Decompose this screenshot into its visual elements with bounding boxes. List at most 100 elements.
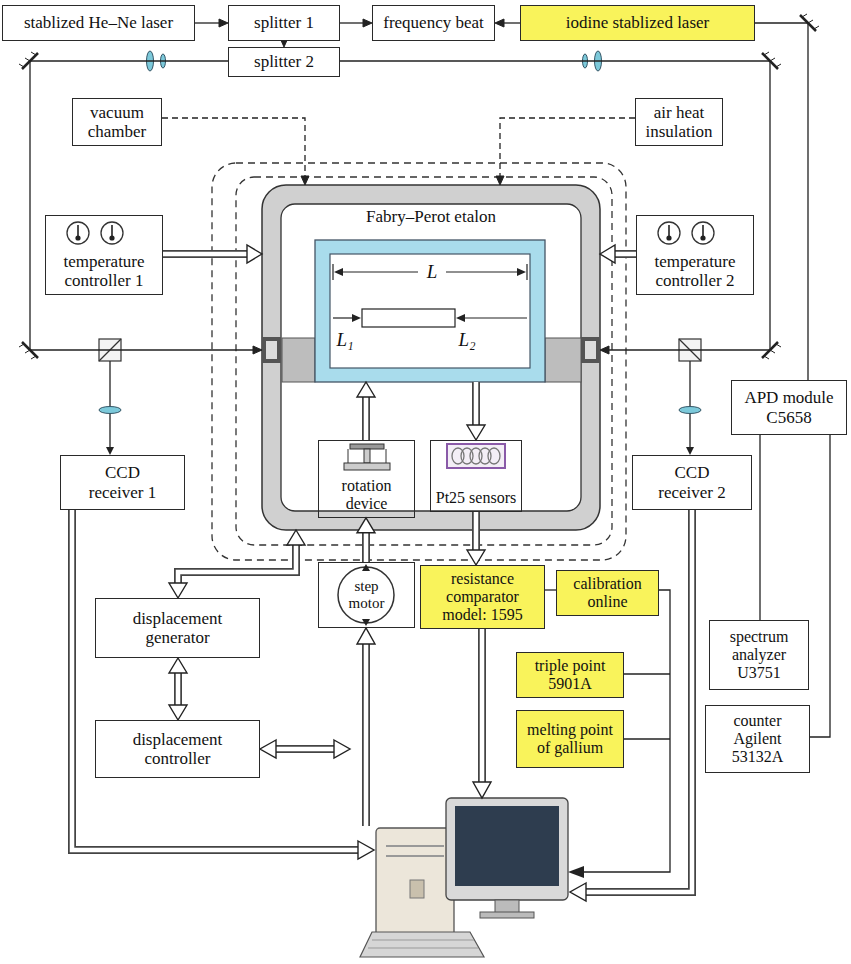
beat-box: frequency beat — [372, 5, 495, 41]
signal-arrow — [586, 510, 692, 892]
receiver-box: CCD receiver 1 — [60, 455, 185, 510]
signal-arrowhead — [358, 841, 374, 859]
thermometer-icon — [668, 225, 670, 236]
node-label: melting point of gallium — [522, 721, 618, 757]
mirror-hatch — [19, 344, 36, 359]
detector-box: APD module C5658 — [731, 380, 847, 435]
computer-tower — [410, 880, 424, 898]
connector-line — [755, 23, 808, 380]
node-label: resistance comparator model: 1595 — [433, 570, 533, 624]
connector-line — [364, 396, 369, 440]
connector — [169, 658, 187, 720]
computer-monitor — [446, 798, 568, 900]
arrowhead — [287, 530, 305, 545]
signal-arrow — [72, 510, 358, 850]
controller-box: temperature controller 1 — [45, 215, 163, 295]
connector — [496, 118, 635, 185]
generator-box: displacement generator — [95, 598, 260, 658]
arrowhead — [363, 19, 372, 27]
gap-line — [463, 317, 527, 318]
node-label: vacuum chamber — [77, 103, 157, 141]
signal-arrowhead — [260, 740, 276, 758]
rotation-icon — [344, 463, 390, 470]
dimension-arrowhead — [334, 268, 343, 276]
receiver-box: CCD receiver 2 — [632, 455, 752, 510]
connector — [467, 512, 485, 565]
beam-arrowhead — [106, 447, 114, 455]
window-mount — [262, 337, 281, 363]
connector-line — [162, 118, 305, 177]
piezo-mount — [282, 338, 315, 382]
computer-screen — [455, 806, 559, 886]
arrowhead — [467, 425, 485, 440]
signal-arrow — [362, 644, 370, 826]
connector — [357, 382, 375, 440]
arrowhead — [169, 705, 187, 720]
signal-arrow — [480, 626, 485, 782]
window-glass — [585, 341, 596, 359]
insulation-outline — [212, 163, 626, 560]
rotation-icon — [364, 449, 370, 463]
motor-arrow — [362, 564, 370, 571]
node-label: Pt25 sensors — [436, 489, 516, 507]
motor-arrow — [362, 619, 370, 626]
connector — [195, 19, 228, 27]
node-label: rotation device — [327, 477, 407, 513]
dimension-arrowhead — [517, 268, 526, 276]
splitter-box: splitter 2 — [228, 47, 340, 77]
arrowhead — [495, 19, 504, 27]
connector-line — [759, 435, 760, 620]
connector-line — [178, 544, 296, 584]
etalon-block — [315, 240, 545, 382]
node-label: splitter 2 — [254, 52, 314, 71]
connector — [755, 23, 808, 380]
gap-arrowhead — [456, 314, 465, 322]
connector-line — [163, 250, 248, 258]
computer-keyboard — [360, 932, 484, 957]
lens — [679, 407, 701, 414]
thermometer-icon — [700, 235, 705, 240]
mirror-hatch — [764, 344, 781, 359]
node-label: calibration online — [563, 575, 653, 611]
thermometer-icon — [77, 225, 79, 236]
connector-line — [340, 61, 770, 350]
connector — [600, 245, 636, 263]
laser-box: iodine stablized laser — [520, 5, 755, 41]
gap-arrowhead — [352, 314, 361, 322]
arrowhead — [496, 176, 504, 185]
connector — [760, 435, 761, 620]
dimension-tick — [526, 264, 527, 280]
signal-arrowhead — [473, 782, 491, 798]
motor-box: step motor — [318, 562, 415, 628]
connector — [162, 118, 309, 185]
arrowhead — [467, 550, 485, 565]
node-label: L₁ — [336, 329, 353, 350]
connector — [169, 530, 305, 598]
chamber-outline — [236, 177, 612, 545]
connector-line — [364, 532, 369, 562]
connector-line — [614, 250, 636, 258]
lens — [99, 407, 121, 414]
arrowhead — [219, 19, 228, 27]
etalon-block: LL₁L₂ — [315, 240, 545, 382]
connector — [340, 19, 372, 27]
node-label: Fabry–Perot etalon — [366, 207, 496, 226]
dimension-line — [446, 271, 519, 272]
connector-line — [163, 252, 248, 257]
arrowhead — [169, 658, 187, 673]
rotation-icon — [386, 449, 387, 463]
arrowhead — [169, 583, 187, 598]
mirror-hatch — [764, 52, 781, 67]
rotation-box: rotation device — [318, 440, 415, 518]
thermometer-icon — [67, 222, 89, 244]
connector-line — [474, 382, 479, 426]
computer-tower — [386, 855, 444, 857]
connector-line — [614, 252, 636, 257]
sensor-box: Pt25 sensors — [430, 440, 522, 512]
signal-arrow — [276, 745, 334, 753]
connector-line — [362, 532, 370, 562]
beam-line — [689, 361, 690, 447]
node-label: spectrum analyzer U3751 — [714, 628, 804, 682]
signal-arrow — [586, 510, 692, 892]
thermometer-icon — [658, 222, 680, 244]
